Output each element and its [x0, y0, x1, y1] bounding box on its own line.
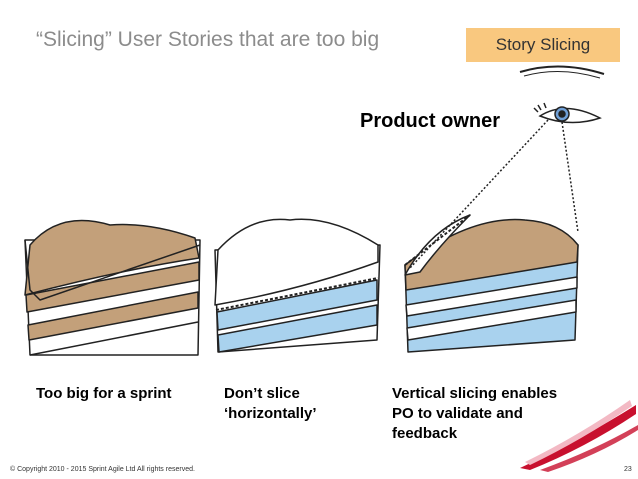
cake-left: [24, 219, 201, 356]
horizontal-cut-line: [215, 277, 379, 311]
cake-right: [404, 214, 579, 353]
story-slicing-tag: Story Slicing: [466, 28, 620, 62]
cake-middle-blue-1: [216, 279, 378, 331]
cake-left-layer-1: [25, 261, 200, 313]
caption-horizontal-line-1: Don’t slice: [224, 385, 300, 402]
cake-middle-top: [214, 218, 379, 306]
caption-vertical-line-3: feedback: [392, 425, 458, 442]
cake-left-frosting-side: [24, 239, 201, 301]
sightline-left: [409, 119, 549, 269]
cake-right-sponge-2: [406, 299, 577, 341]
caption-too-big-line-1: Too big for a sprint: [36, 385, 172, 402]
caption-vertical-line-1: Vertical slicing enables: [392, 385, 558, 402]
tag-label: Story Slicing: [495, 35, 591, 54]
cake-middle: [214, 218, 381, 353]
product-owner-label: Product owner: [360, 110, 501, 132]
cake-right-frosting: [404, 218, 579, 291]
vertical-cut-line: [404, 214, 471, 266]
cake-right-sponge-1: [405, 276, 578, 317]
caption-horizontal: Don’t slice ‘horizontally’: [224, 384, 317, 424]
copyright-footer: © Copyright 2010 - 2015 Sprint Agile Ltd…: [10, 466, 195, 473]
caption-vertical: Vertical slicing enables PO to validate …: [392, 384, 557, 444]
cake-left-layer-2: [27, 291, 199, 341]
eye-icon: [519, 65, 605, 124]
sightline-right: [561, 121, 579, 233]
caption-horizontal-line-2: ‘horizontally’: [224, 405, 317, 422]
cake-middle-blue-2: [217, 304, 378, 353]
cake-left-frosting-top: [24, 219, 200, 296]
caption-vertical-line-2: PO to validate and: [392, 405, 523, 422]
logo-swoosh: [520, 400, 638, 472]
page-number: 23: [624, 466, 632, 473]
slide-title: “Slicing” User Stories that are too big: [36, 28, 380, 51]
caption-too-big: Too big for a sprint: [36, 384, 172, 404]
